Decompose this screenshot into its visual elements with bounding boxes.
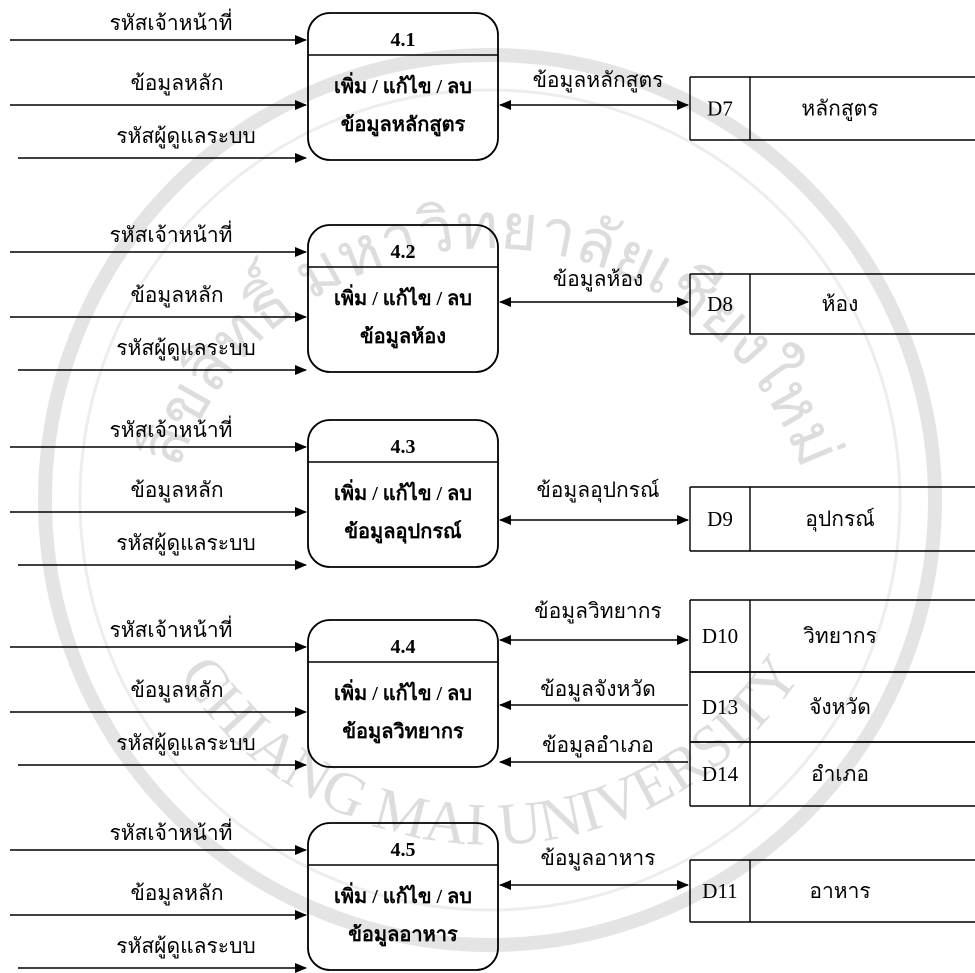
process-box xyxy=(307,12,499,161)
store-flow-label: ข้อมูลวิทยากร xyxy=(534,599,661,624)
data-store-name: อุปกรณ์ xyxy=(805,507,874,532)
process-box xyxy=(307,619,499,768)
process-id: 4.1 xyxy=(391,29,416,51)
data-store-id: D7 xyxy=(707,97,733,121)
process-action: เพิ่ม / แก้ไข / ลบ xyxy=(334,71,472,98)
input-flow-label: รหัสผู้ดูแลระบบ xyxy=(116,934,256,959)
process-group-4-4: 4.4เพิ่ม / แก้ไข / ลบข้อมูลวิทยากรรหัสเจ… xyxy=(10,599,975,807)
input-flow-label: รหัสผู้ดูแลระบบ xyxy=(116,731,256,756)
process-id: 4.4 xyxy=(391,636,416,658)
input-flow-label: ข้อมูลหลัก xyxy=(130,71,223,96)
process-box xyxy=(307,419,499,568)
data-store-name: อำเภอ xyxy=(811,762,869,786)
data-store-name: จังหวัด xyxy=(809,695,871,719)
input-flow-label: ข้อมูลหลัก xyxy=(130,478,223,503)
watermark-inner-ring xyxy=(78,88,902,912)
input-flow-label: ข้อมูลหลัก xyxy=(130,678,223,703)
store-flow-label: ข้อมูลอุปกรณ์ xyxy=(536,478,659,503)
input-flow-label: รหัสผู้ดูแลระบบ xyxy=(116,336,256,361)
data-store-id: D9 xyxy=(707,507,733,531)
data-store-name: ห้อง xyxy=(822,292,859,316)
process-subject: ข้อมูลวิทยากร xyxy=(342,720,464,745)
process-id: 4.5 xyxy=(391,839,416,861)
data-store-name: วิทยากร xyxy=(803,624,877,648)
store-flow-label: ข้อมูลอาหาร xyxy=(541,846,656,871)
input-flow-label: รหัสเจ้าหน้าที่ xyxy=(109,818,232,845)
data-store-id: D10 xyxy=(702,624,738,648)
data-store-name: อาหาร xyxy=(809,879,870,903)
input-flow-label: ข้อมูลหลัก xyxy=(130,881,223,906)
process-box xyxy=(307,822,499,971)
input-flow-label: รหัสผู้ดูแลระบบ xyxy=(116,124,256,149)
input-flow-label: รหัสเจ้าหน้าที่ xyxy=(109,415,232,442)
input-flow-label: ข้อมูลหลัก xyxy=(130,283,223,308)
process-group-4-1: 4.1เพิ่ม / แก้ไข / ลบข้อมูลหลักสูตรรหัสเ… xyxy=(10,8,975,163)
input-flow-label: รหัสเจ้าหน้าที่ xyxy=(109,8,232,35)
store-flow-label: ข้อมูลหลักสูตร xyxy=(533,68,664,93)
watermark-bottom-text: CHIANG MAI UNIVERSITY xyxy=(168,643,813,858)
process-action: เพิ่ม / แก้ไข / ลบ xyxy=(334,678,472,705)
process-action: เพิ่ม / แก้ไข / ลบ xyxy=(334,478,472,505)
data-store-id: D11 xyxy=(702,879,737,903)
process-action: เพิ่ม / แก้ไข / ลบ xyxy=(334,881,472,908)
process-subject: ข้อมูลห้อง xyxy=(360,325,446,350)
process-subject: ข้อมูลอุปกรณ์ xyxy=(344,520,462,545)
process-box xyxy=(307,224,499,373)
store-flow-label: ข้อมูลจังหวัด xyxy=(540,677,656,702)
data-store-id: D8 xyxy=(707,292,733,316)
diagram-content: 4.1เพิ่ม / แก้ไข / ลบข้อมูลหลักสูตรรหัสเ… xyxy=(10,8,975,973)
process-subject: ข้อมูลอาหาร xyxy=(348,923,458,948)
data-store-name: หลักสูตร xyxy=(801,97,878,122)
process-id: 4.3 xyxy=(391,436,416,458)
store-flow-label: ข้อมูลอำเภอ xyxy=(542,733,654,758)
input-flow-label: รหัสเจ้าหน้าที่ xyxy=(109,220,232,247)
process-subject: ข้อมูลหลักสูตร xyxy=(341,113,466,138)
process-group-4-3: 4.3เพิ่ม / แก้ไข / ลบข้อมูลอุปกรณ์รหัสเจ… xyxy=(10,415,975,570)
data-store-id: D14 xyxy=(702,762,739,786)
store-flow-label: ข้อมูลห้อง xyxy=(553,267,643,292)
data-store-id: D13 xyxy=(702,695,738,719)
process-id: 4.2 xyxy=(391,241,416,263)
process-group-4-2: 4.2เพิ่ม / แก้ไข / ลบข้อมูลห้องรหัสเจ้าห… xyxy=(10,220,975,375)
input-flow-label: รหัสเจ้าหน้าที่ xyxy=(109,615,232,642)
process-action: เพิ่ม / แก้ไข / ลบ xyxy=(334,283,472,310)
input-flow-label: รหัสผู้ดูแลระบบ xyxy=(116,531,256,556)
process-group-4-5: 4.5เพิ่ม / แก้ไข / ลบข้อมูลอาหารรหัสเจ้า… xyxy=(10,818,975,973)
